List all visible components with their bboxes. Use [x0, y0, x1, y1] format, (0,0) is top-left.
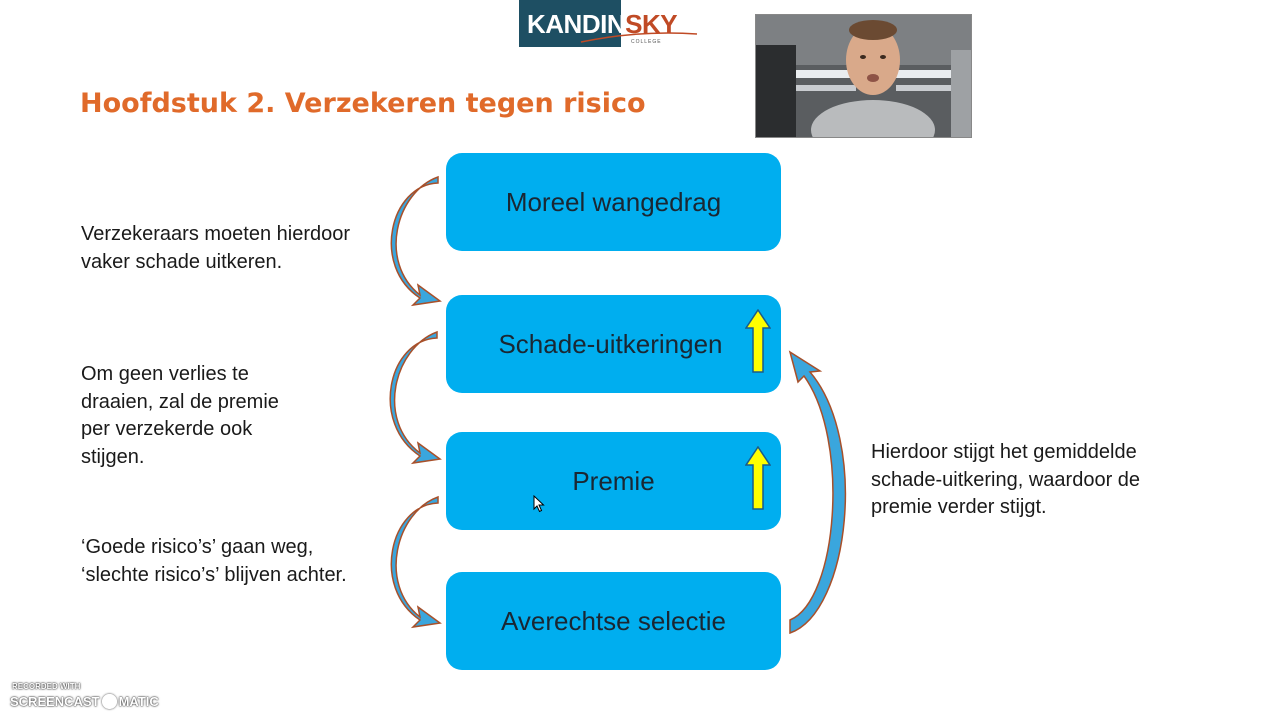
note-line: Om geen verlies te [81, 363, 249, 385]
note-line: ‘slechte risico’s’ blijven achter. [81, 563, 347, 586]
mouse-pointer-icon [533, 495, 545, 513]
watermark-right: MATIC [118, 694, 159, 709]
logo-text-part1: KANDIN [527, 9, 626, 39]
presenter-image [756, 15, 971, 137]
note-line: Hierdoor stijgt het gemiddelde [871, 441, 1137, 463]
curved-arrow-icon [389, 330, 442, 465]
box-label: Schade-uitkeringen [498, 328, 723, 359]
curved-arrow-icon [390, 495, 442, 629]
watermark-small-text: RECORDED WITH [12, 682, 81, 691]
kandinsky-logo: KANDINSKY COLLEGE [519, 0, 699, 50]
box-schade-uitkeringen: Schade-uitkeringen [446, 295, 781, 393]
note-verzekeraars: Verzekeraars moeten hierdoor vaker schad… [81, 221, 350, 276]
note-line: Verzekeraars moeten hierdoor [81, 223, 351, 245]
watermark-brand: SCREENCAST MATIC [10, 694, 159, 709]
box-averechtse-selectie: Averechtse selectie [446, 572, 781, 670]
note-hierdoor: Hierdoor stijgt het gemiddelde schade-ui… [871, 439, 1140, 522]
box-label: Premie [572, 465, 655, 496]
note-line: per verzekerde ook [81, 418, 253, 440]
note-line: vaker schade uitkeren. [81, 250, 283, 273]
watermark-left: SCREENCAST [10, 694, 100, 709]
box-moreel-wangedrag: Moreel wangedrag [446, 153, 781, 251]
logo-text: KANDINSKY [527, 9, 678, 40]
slide-title: Hoofdstuk 2. Verzekeren tegen risico [80, 88, 646, 119]
yellow-up-arrow-icon [745, 446, 771, 510]
yellow-up-arrow-icon [745, 309, 771, 373]
box-label: Averechtse selectie [501, 605, 726, 636]
note-risicos: ‘Goede risico’s’ gaan weg, ‘slechte risi… [81, 534, 347, 589]
logo-subtitle: COLLEGE [631, 39, 662, 45]
logo-background [519, 0, 621, 47]
curved-arrow-icon [390, 175, 442, 307]
box-label: Moreel wangedrag [505, 186, 722, 217]
logo-swoosh-icon [580, 32, 698, 43]
screencast-watermark: RECORDED WITH SCREENCAST MATIC [10, 682, 180, 714]
box-premie: Premie [446, 432, 781, 530]
screencast-ring-icon [101, 694, 117, 709]
note-line: draaien, zal de premie [81, 390, 279, 413]
note-line: stijgen. [81, 445, 145, 468]
note-line: ‘Goede risico’s’ gaan weg, [81, 536, 314, 558]
note-line: premie verder stijgt. [871, 496, 1047, 518]
curved-arrow-icon [788, 350, 847, 635]
note-line: schade-uitkering, waardoor de [871, 468, 1141, 491]
note-verlies: Om geen verlies te draaien, zal de premi… [81, 361, 279, 471]
webcam-video [755, 14, 972, 138]
